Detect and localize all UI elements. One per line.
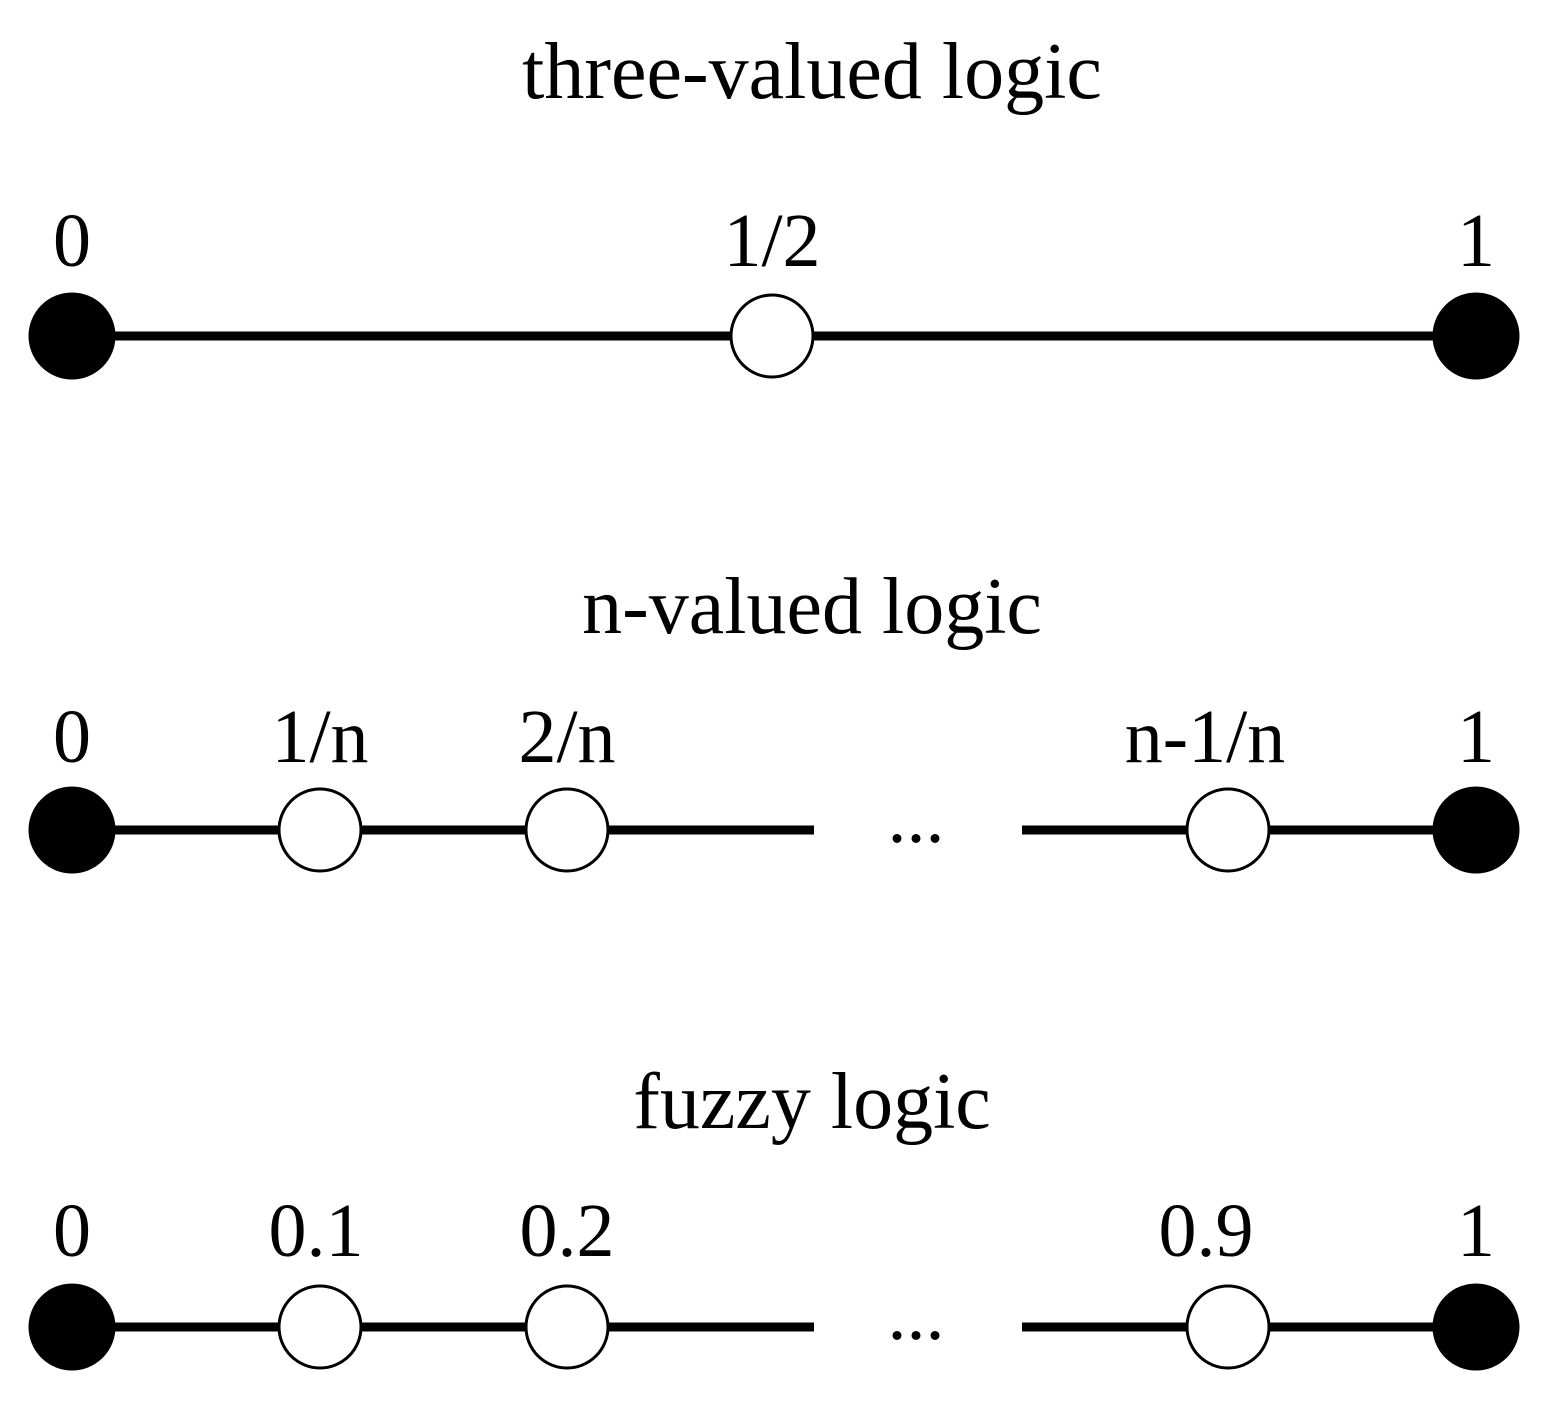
point-label: n-1/n — [1125, 695, 1285, 779]
point-label: 0.9 — [1159, 1189, 1254, 1273]
point-label: 1 — [1457, 695, 1495, 779]
point-label: 1 — [1457, 1189, 1495, 1273]
point-02-marker — [524, 1284, 610, 1370]
point-label: 0 — [53, 695, 91, 779]
panel-title: n-valued logic — [582, 563, 1042, 651]
point-2n-marker — [524, 787, 610, 873]
point-label: 1/2 — [723, 199, 820, 283]
point-1n-marker — [277, 787, 363, 873]
ellipsis: ... — [888, 775, 945, 859]
point-label: 0.1 — [269, 1189, 364, 1273]
point-label: 0.2 — [520, 1189, 615, 1273]
point-half-marker — [729, 293, 815, 379]
point-09-marker — [1185, 1284, 1271, 1370]
point-0-marker — [28, 1283, 116, 1371]
panel-title: three-valued logic — [522, 28, 1102, 116]
point-label: 1 — [1457, 199, 1495, 283]
point-1-marker — [1432, 1283, 1520, 1371]
panel-three-valued: three-valued logic 0 1/2 1 — [28, 28, 1520, 380]
point-n1n-marker — [1185, 787, 1271, 873]
point-0-marker — [28, 786, 116, 874]
point-label: 1/n — [271, 695, 368, 779]
panel-fuzzy: fuzzy logic ... 0 0.1 0.2 0.9 1 — [28, 1058, 1520, 1371]
point-1-marker — [1432, 786, 1520, 874]
ellipsis: ... — [888, 1272, 945, 1356]
point-01-marker — [277, 1284, 363, 1370]
point-label: 2/n — [518, 695, 615, 779]
point-1-marker — [1432, 292, 1520, 380]
panel-title: fuzzy logic — [633, 1058, 991, 1146]
point-label: 0 — [53, 199, 91, 283]
point-label: 0 — [53, 1189, 91, 1273]
panel-n-valued: n-valued logic ... 0 1/n 2/n n-1/n 1 — [28, 563, 1520, 874]
point-0-marker — [28, 292, 116, 380]
